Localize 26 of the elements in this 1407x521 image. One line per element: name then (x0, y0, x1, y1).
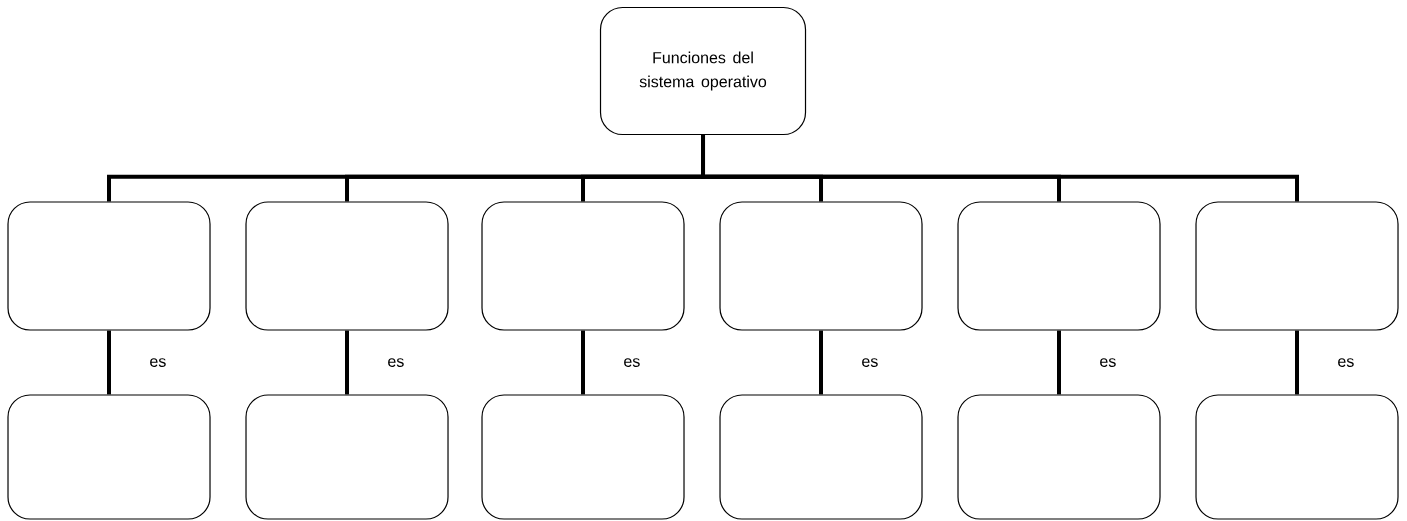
edge-label: es (859, 356, 881, 369)
connector-line (1295, 330, 1299, 395)
empty-box (957, 201, 1161, 331)
connector-line (581, 330, 585, 395)
connector-line (345, 330, 349, 395)
concept-box: Funciones del sistema operativo (599, 6, 807, 136)
connector-line (819, 330, 823, 395)
empty-box (245, 394, 449, 520)
empty-box (1195, 394, 1399, 520)
edge-label: es (621, 356, 643, 369)
empty-box (7, 201, 211, 331)
connector-line (107, 330, 111, 395)
empty-box (1195, 201, 1399, 331)
edge-label: es (147, 356, 169, 369)
empty-box (481, 201, 685, 331)
edge-label: es (1335, 356, 1357, 369)
empty-box (719, 394, 923, 520)
empty-box (7, 394, 211, 520)
empty-box (719, 201, 923, 331)
empty-box (245, 201, 449, 331)
edge-label: es (1097, 356, 1119, 369)
connector-line (701, 135, 1299, 202)
edge-label: es (385, 356, 407, 369)
empty-box (957, 394, 1161, 520)
connector-line (1057, 330, 1061, 395)
empty-box (481, 394, 685, 520)
